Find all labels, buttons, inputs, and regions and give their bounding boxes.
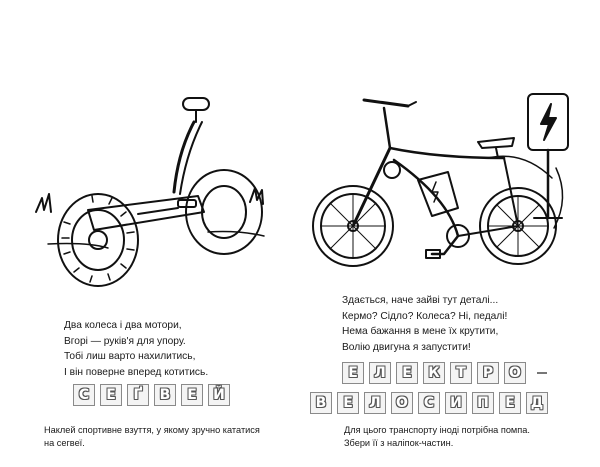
electric-bicycle-illustration xyxy=(308,78,578,278)
bike-caption: Для цього транспорту іноді потрібна помп… xyxy=(344,424,584,450)
caption-line: на сегвеї. xyxy=(44,438,85,448)
letter-tile: Л xyxy=(364,392,386,414)
letter-tile: Й xyxy=(208,384,230,406)
caption-line: Збери її з наліпок-частин. xyxy=(344,438,454,448)
letter-tile: В xyxy=(310,392,332,414)
letter-tile: Д xyxy=(526,392,548,414)
letter-tile: О xyxy=(391,392,413,414)
electro-answer-tiles: Е Л Е К Т Р О xyxy=(342,362,547,384)
segway-caption: Наклей спортивне взуття, у якому зручно … xyxy=(44,424,294,450)
left-page: Два колеса і два мотори, Вгорі — руків'я… xyxy=(28,82,294,450)
caption-line: Наклей спортивне взуття, у якому зручно … xyxy=(44,425,260,435)
letter-tile: П xyxy=(472,392,494,414)
letter-tile: Е xyxy=(337,392,359,414)
lightning-bolt-icon xyxy=(540,103,557,141)
poem-line: Вгорі — руків'я для упору. xyxy=(64,335,186,347)
letter-tile: С xyxy=(418,392,440,414)
letter-tile: О xyxy=(504,362,526,384)
letter-tile: Е xyxy=(499,392,521,414)
letter-tile: С xyxy=(73,384,95,406)
letter-tile: Е xyxy=(100,384,122,406)
velo-answer-tiles: В Е Л О С И П Е Д xyxy=(310,392,548,414)
segway-answer-tiles: С Е Ґ В Е Й xyxy=(73,384,230,406)
poem-line: Здається, наче зайві тут деталі... xyxy=(342,295,499,306)
letter-tile: Е xyxy=(342,362,364,384)
letter-tile: Р xyxy=(477,362,499,384)
letter-tile: И xyxy=(445,392,467,414)
letter-tile: Е xyxy=(181,384,203,406)
letter-tile: В xyxy=(154,384,176,406)
letter-tile: Ґ xyxy=(127,384,149,406)
poem-line: Два колеса і два мотори, xyxy=(64,320,182,331)
poem-line: Тобі лиш варто нахилитись, xyxy=(64,351,196,362)
poem-line: Кермо? Сідло? Колеса? Ні, педалі! xyxy=(342,310,508,322)
letter-tile: Т xyxy=(450,362,472,384)
poem-line: І він поверне вперед котитись. xyxy=(64,366,209,378)
poem-line: Волію двигуна я запустити! xyxy=(342,341,471,353)
letter-tile: Е xyxy=(396,362,418,384)
right-page: Здається, наче зайві тут деталі... Кермо… xyxy=(300,0,600,467)
segway-illustration xyxy=(28,82,278,292)
caption-line: Для цього транспорту іноді потрібна помп… xyxy=(344,425,530,435)
bike-poem: Здається, наче зайві тут деталі... Кермо… xyxy=(342,293,507,355)
letter-tile: К xyxy=(423,362,445,384)
segway-poem: Два колеса і два мотори, Вгорі — руків'я… xyxy=(64,318,208,380)
letter-tile: Л xyxy=(369,362,391,384)
poem-line: Нема бажання в мене їх крутити, xyxy=(342,326,499,337)
hyphen-mark xyxy=(537,372,547,374)
